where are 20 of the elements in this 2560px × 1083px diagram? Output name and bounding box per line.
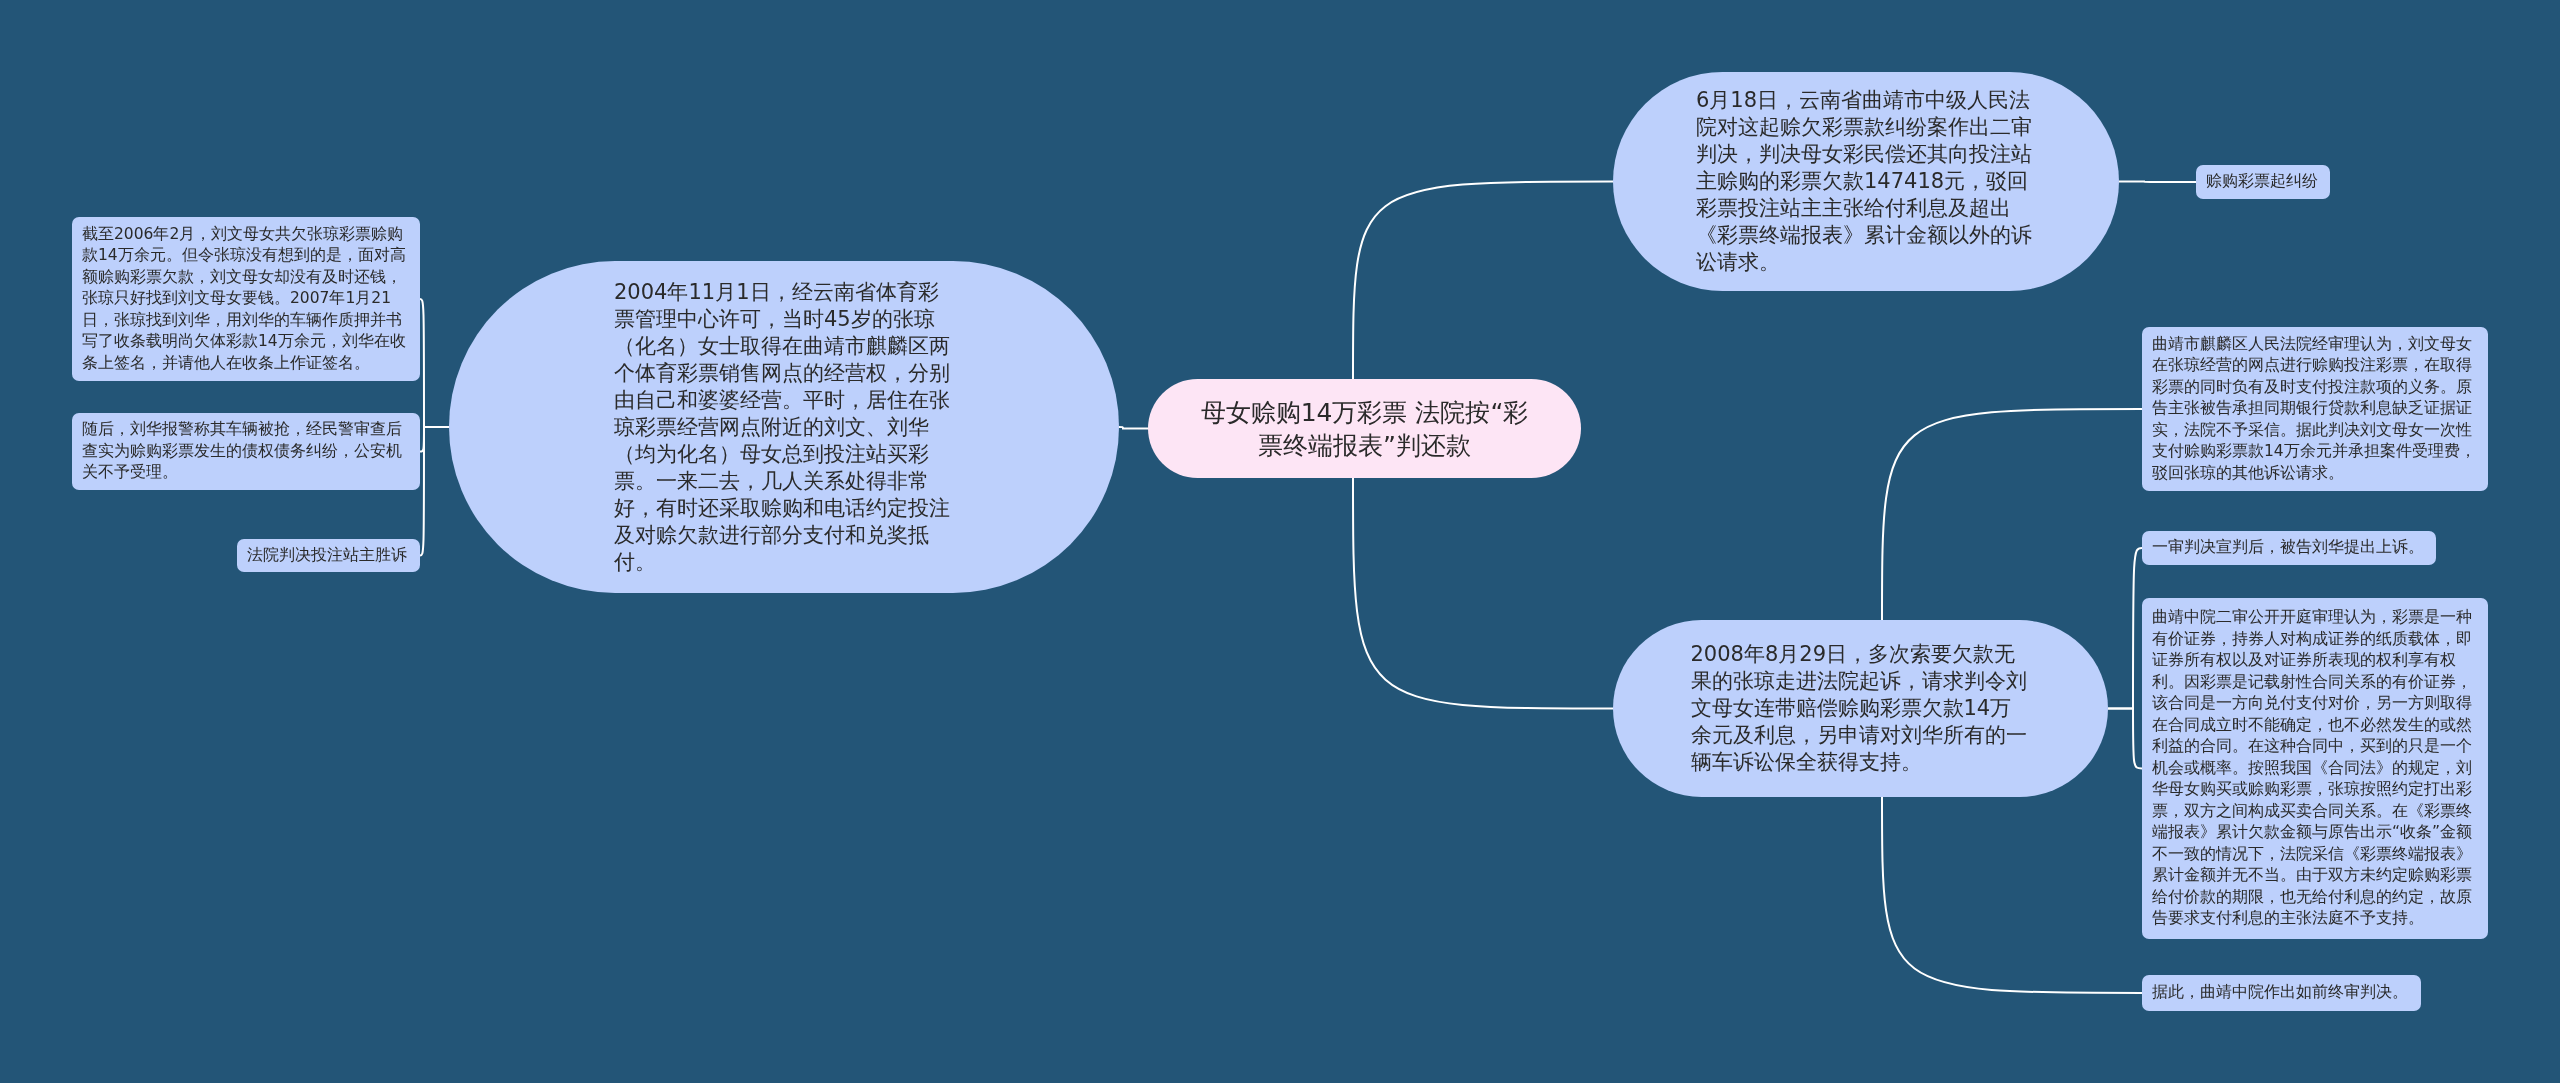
central-topic: 母女赊购14万彩票 法院按“彩票终端报表”判还款	[1148, 379, 1581, 478]
connector-line	[1118, 426, 1149, 430]
note-box: 法院判决投注站主胜诉	[237, 539, 420, 572]
connector-line	[1352, 477, 1614, 710]
connector-line	[1881, 796, 2143, 994]
connector-line	[419, 426, 450, 557]
branch-bubble: 6月18日，云南省曲靖市中级人民法院对这起赊欠彩票款纠纷案作出二审判决，判决母女彩民偿还其向投注站主赊购的彩票欠款147418元，驳回彩票投注站主主张给付利息及超出《彩票终端报表》累计金额以外的诉讼请求。	[1613, 72, 2119, 291]
connector-line	[1881, 408, 2143, 621]
branch-bubble: 2008年8月29日，多次索要欠款无果的张琼走进法院起诉，请求判令刘文母女连带赔偿赊购彩票欠款14万余元及利息，另申请对刘华所有的一辆车诉讼保全获得支持。	[1613, 620, 2108, 797]
connector-line	[1352, 180, 1614, 380]
connector-line	[2118, 180, 2197, 183]
note-box: 曲靖中院二审公开开庭审理认为，彩票是一种有价证券，持券人对构成证券的纸质载体，即证券所有权以及对证券所表现的权利享有权利。因彩票是记载射性合同关系的有价证券，该合同是一方向兑付支付对价，另一方则取得在合同成立时不能确定，也不必然发生的或然利益的合同。在这种合同中，买到的只是一个机会或概率。按照我国《合同法》的规定，刘华母女购买或赊购彩票，张琼按照约定打出彩票，双方之间构成买卖合同关系。在《彩票终端报表》累计欠款金额与原告出示“收条”金额不一致的情况下，法院采信《彩票终端报表》累计金额并无不当。由于双方未约定赊购彩票给付价款的期限，也无给付利息的约定，故原告要求支付利息的主张法庭不予支持。	[2142, 598, 2488, 939]
note-box: 截至2006年2月，刘文母女共欠张琼彩票赊购款14万余元。但令张琼没有想到的是，面对高额赊购彩票欠款，刘文母女却没有及时还钱，张琼只好找到刘文母女要钱。2007年1月21日，张琼找到刘华，用刘华的车辆作质押并书写了收条载明尚欠体彩款14万余元，刘华在收条上签名，并请他人在收条上作证签名。	[72, 217, 420, 381]
note-box: 曲靖市麒麟区人民法院经审理认为，刘文母女在张琼经营的网点进行赊购投注彩票，在取得彩票的同时负有及时支付投注款项的义务。原告主张被告承担同期银行贷款利息缺乏证据证实，法院不予采信。据此判决刘文母女一次性支付赊购彩票款14万余元并承担案件受理费，驳回张琼的其他诉讼请求。	[2142, 327, 2488, 491]
note-box: 据此，曲靖中院作出如前终审判决。	[2142, 975, 2421, 1011]
note-box: 赊购彩票起纠纷	[2196, 165, 2330, 199]
branch-bubble: 2004年11月1日，经云南省体育彩票管理中心许可，当时45岁的张琼（化名）女士取得在曲靖市麒麟区两个体育彩票销售网点的经营权，分别由自己和婆婆经营。平时，居住在张琼彩票经营网点附近的刘文、刘华（均为化名）母女总到投注站买彩票。一来二去，几人关系处得非常好，有时还采取赊购和电话约定投注及对赊欠款进行部分支付和兑奖抵付。	[449, 261, 1119, 593]
connector-line	[2107, 707, 2143, 770]
note-box: 随后，刘华报警称其车辆被抢，经民警审查后查实为赊购彩票发生的债权债务纠纷，公安机关不予受理。	[72, 413, 420, 490]
note-box: 一审判决宣判后，被告刘华提出上诉。	[2142, 531, 2436, 565]
